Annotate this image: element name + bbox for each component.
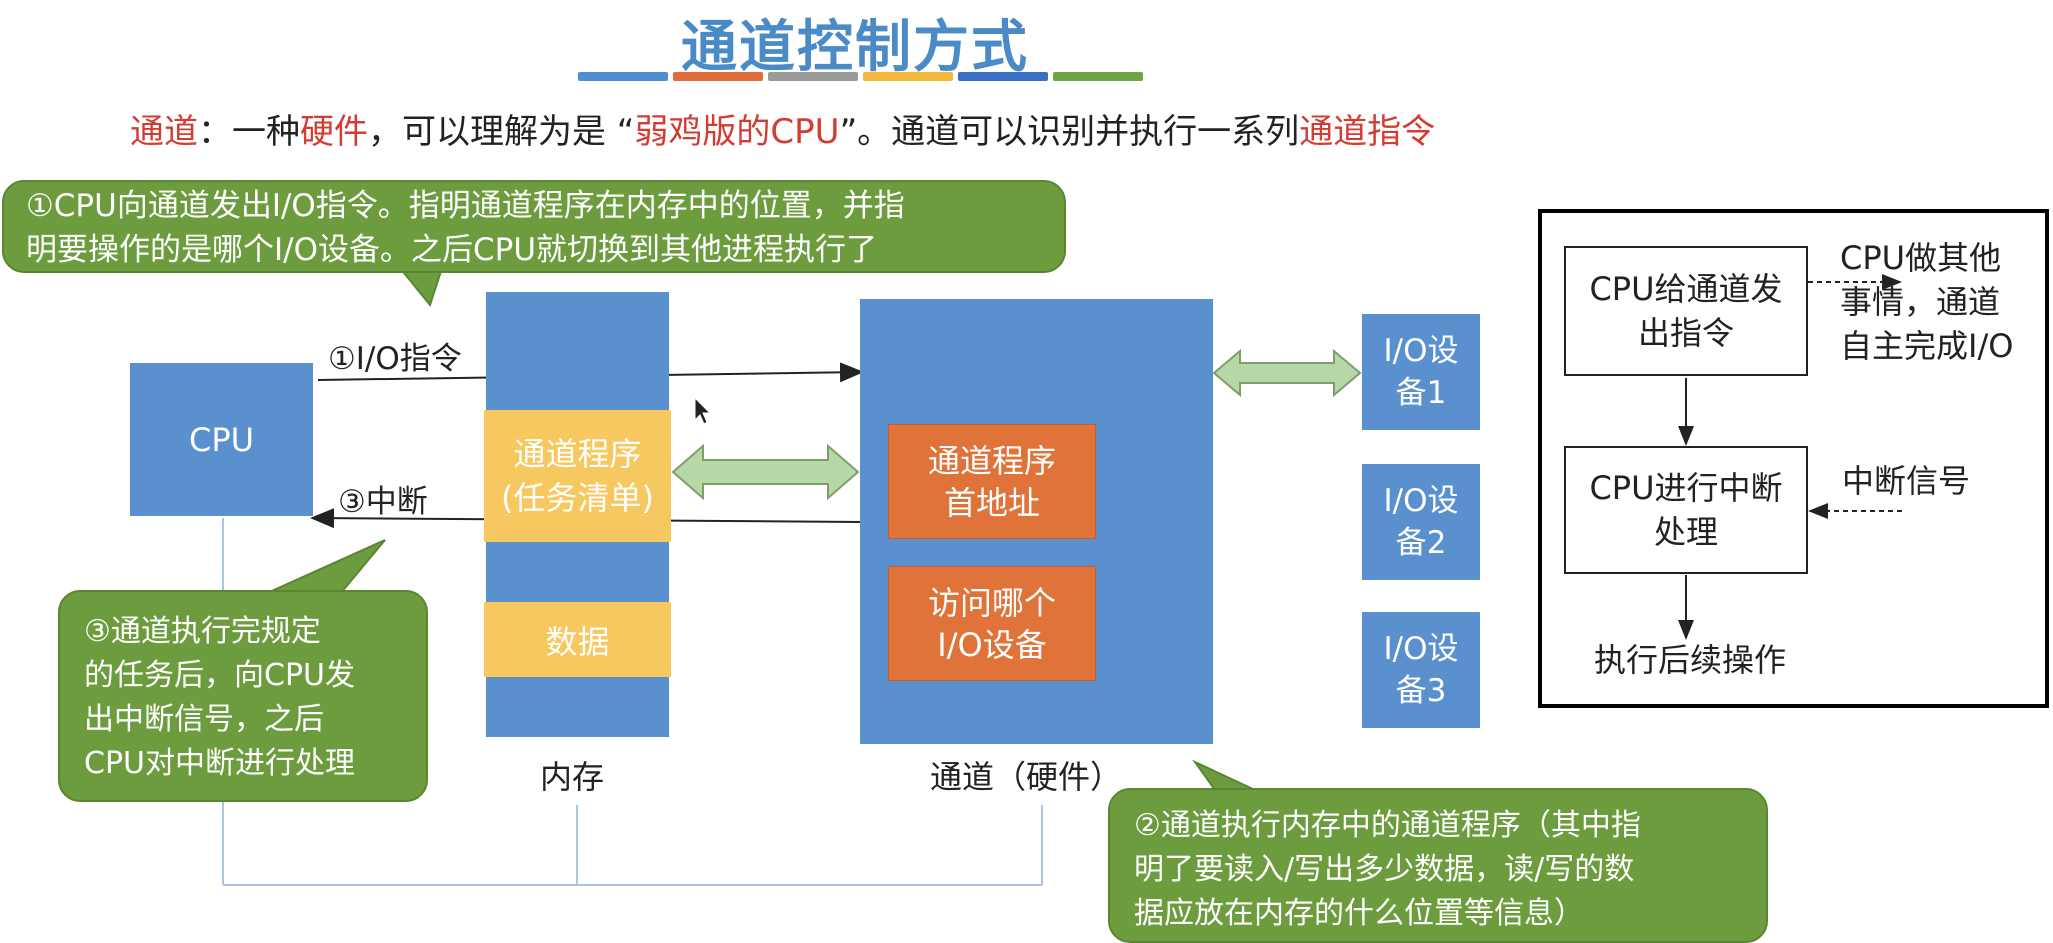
box-line: 访问哪个: [927, 583, 1056, 622]
cpu-label: CPU: [188, 420, 255, 459]
page-title: 通道控制方式: [681, 15, 1029, 80]
io-device-1: I/O设 备1: [1362, 314, 1480, 430]
io-instruction-label: ①I/O指令: [328, 341, 462, 377]
callout-line: 出中断信号，之后: [84, 702, 324, 737]
callout-line: CPU对中断进行处理: [84, 746, 355, 781]
callout-line: 明了要读入/写出多少数据，读/写的数: [1134, 852, 1635, 887]
channel-program-label: 通道程序: [513, 435, 642, 473]
flow-line: CPU做其他: [1840, 239, 2002, 277]
flow-line: 事情，通道: [1840, 283, 2001, 321]
flow-line: 自主完成I/O: [1840, 327, 2014, 365]
task-list-label: (任务清单): [501, 479, 654, 517]
data-label: 数据: [545, 622, 610, 661]
device-line: 备1: [1395, 375, 1447, 411]
definition-segment: ：一种: [198, 112, 300, 152]
box-line: 通道程序: [927, 441, 1056, 480]
io-device-2: I/O设 备2: [1362, 464, 1480, 580]
box-line: 首地址: [943, 483, 1040, 522]
flow-line: 出指令: [1637, 314, 1734, 352]
device-line: 备2: [1395, 525, 1447, 561]
callout-line: 据应放在内存的什么位置等信息）: [1134, 896, 1584, 931]
callout-line: 的任务后，向CPU发: [84, 658, 355, 693]
bubble-tail: [264, 539, 386, 595]
io-device-3: I/O设 备3: [1362, 612, 1480, 728]
flow-note-cpu-other-work: CPU做其他 事情，通道 自主完成I/O: [1840, 236, 2013, 368]
device-line: I/O设: [1383, 483, 1459, 519]
device-line: I/O设: [1383, 333, 1459, 369]
definition-channel-instructions: 通道指令: [1299, 112, 1436, 152]
memory-channel-double-arrow: [671, 443, 860, 501]
memory-label: 内存: [540, 758, 605, 796]
definition-weak-cpu: 弱鸡版的CPU: [634, 112, 840, 152]
target-device-box: 访问哪个 I/O设备: [888, 566, 1096, 681]
title-color-bar: [673, 72, 763, 81]
box-line: I/O设备: [937, 625, 1047, 664]
definition-term: 通道: [130, 112, 198, 152]
flow-line: CPU进行中断: [1589, 469, 1783, 507]
channel-program-block: 通道程序 (任务清单): [484, 410, 671, 542]
callout-step3: ③通道执行完规定 的任务后，向CPU发 出中断信号，之后 CPU对中断进行处理: [58, 590, 428, 802]
flow-line: 处理: [1653, 513, 1718, 551]
bubble-tail: [397, 267, 444, 308]
flow-note-interrupt-signal: 中断信号: [1842, 462, 1971, 500]
channel-program-address-box: 通道程序 首地址: [888, 424, 1096, 539]
definition-segment: ，可以理解为是 “: [368, 112, 635, 152]
mouse-cursor-icon: [694, 396, 712, 425]
title-color-bar: [958, 72, 1048, 81]
flow-step-interrupt-handling: CPU进行中断 处理: [1564, 446, 1808, 574]
definition-segment: ”。通道可以识别并执行一系列: [839, 112, 1300, 152]
flowchart-frame: [1538, 209, 2049, 708]
callout-line: ①CPU向通道发出I/O指令。指明通道程序在内存中的位置，并指: [26, 188, 905, 224]
device-line: I/O设: [1383, 631, 1459, 667]
interrupt-label: ③中断: [338, 484, 428, 520]
title-color-bar: [1053, 72, 1143, 81]
channel-label: 通道（硬件）: [930, 758, 1123, 796]
callout-line: 明要操作的是哪个I/O设备。之后CPU就切换到其他进程执行了: [26, 232, 878, 268]
cpu-box: CPU: [130, 363, 313, 516]
flow-step-follow-up: 执行后续操作: [1594, 641, 1787, 679]
callout-line: ③通道执行完规定: [84, 614, 321, 649]
bubble-tail: [1191, 759, 1256, 791]
callout-step1: ①CPU向通道发出I/O指令。指明通道程序在内存中的位置，并指 明要操作的是哪个…: [2, 180, 1066, 273]
flow-line: CPU给通道发: [1589, 270, 1783, 308]
title-color-bar: [578, 72, 668, 81]
channel-io-double-arrow: [1212, 348, 1362, 398]
flow-step-issue-instruction: CPU给通道发 出指令: [1564, 246, 1808, 376]
data-block: 数据: [484, 602, 671, 677]
device-line: 备3: [1395, 673, 1447, 709]
callout-line: ②通道执行内存中的通道程序（其中指: [1134, 808, 1641, 843]
title-color-bar: [863, 72, 953, 81]
definition-text: 通道：一种硬件，可以理解为是 “弱鸡版的CPU”。通道可以识别并执行一系列通道指…: [130, 104, 1435, 153]
title-color-bar: [768, 72, 858, 81]
callout-step2: ②通道执行内存中的通道程序（其中指 明了要读入/写出多少数据，读/写的数 据应放…: [1108, 788, 1768, 943]
definition-hardware: 硬件: [300, 112, 368, 152]
